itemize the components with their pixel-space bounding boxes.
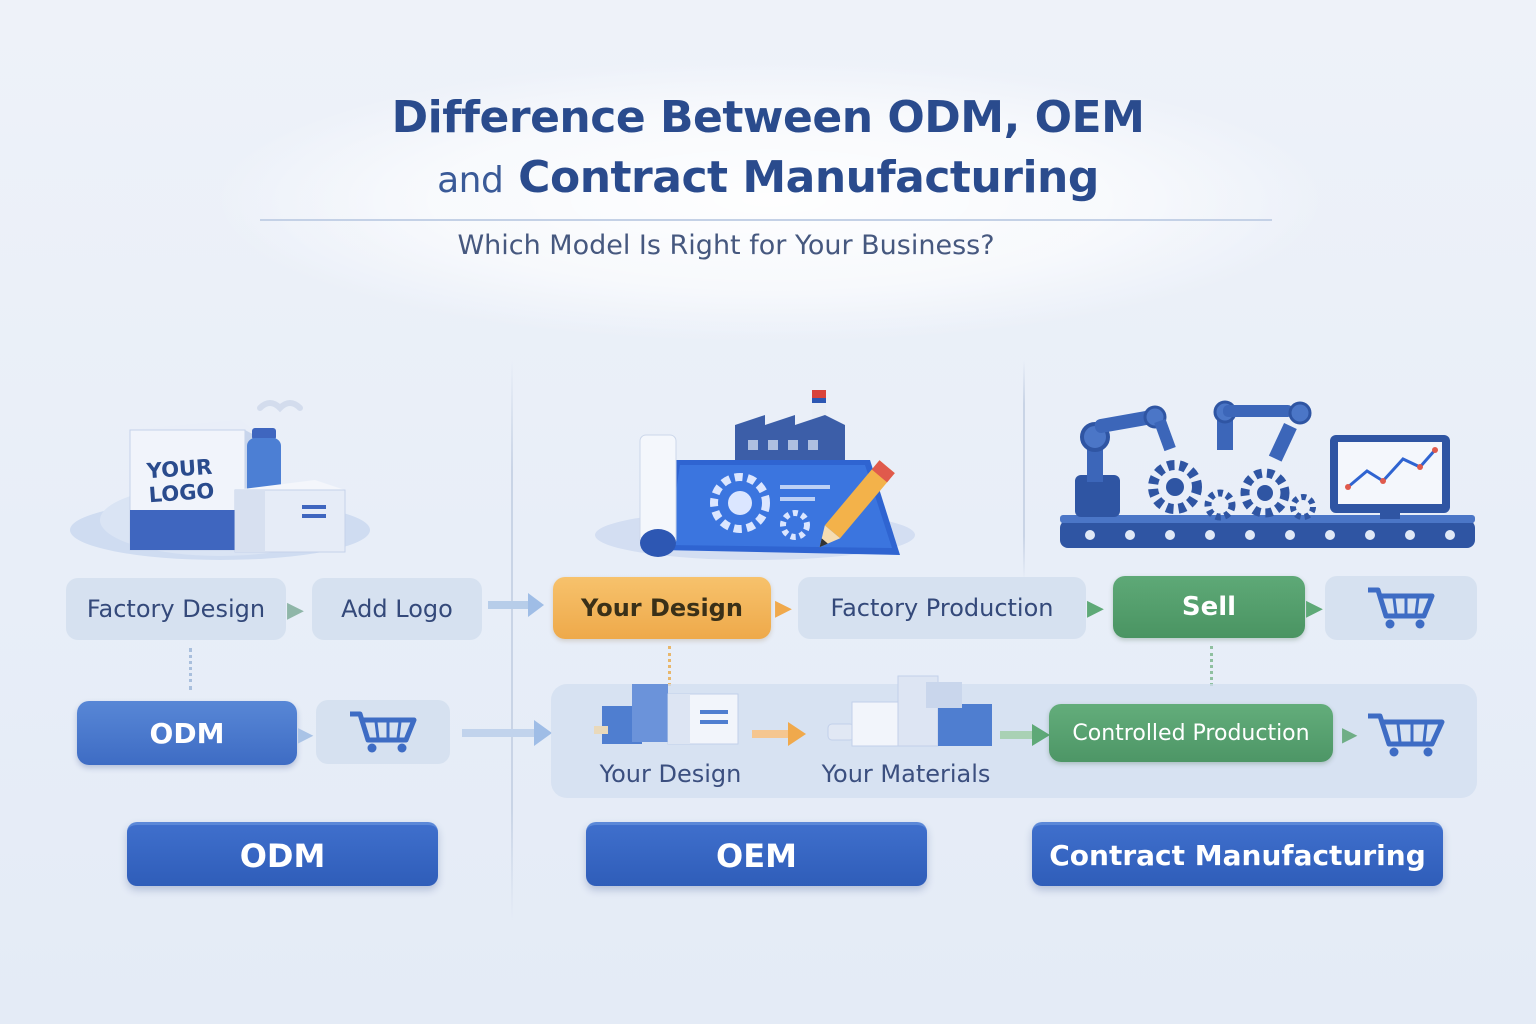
arrow-right-icon — [752, 720, 810, 748]
caption-your-design: Your Design — [599, 760, 742, 788]
page-title-line-2: and Contract Manufacturing — [0, 152, 1536, 203]
arrow-right-icon — [488, 590, 546, 620]
step-factory-production: Factory Production — [798, 577, 1086, 639]
materials-illustration — [826, 672, 996, 754]
connector-dotted — [1210, 646, 1213, 686]
oem-illustration — [590, 385, 920, 565]
contract-illustration — [1055, 395, 1480, 565]
shopping-cart-icon — [1368, 713, 1445, 757]
cart-tile-odm — [316, 700, 450, 764]
column-divider-1 — [511, 360, 513, 920]
robot-assembly-line-icon — [1060, 400, 1475, 548]
product-box-icon: YOUR LOGO — [70, 400, 370, 560]
blocks-icon — [594, 684, 739, 745]
blueprint-factory-icon — [595, 390, 915, 560]
column-divider-2 — [1023, 360, 1025, 580]
shopping-cart-icon — [1368, 587, 1435, 629]
connector-dotted — [668, 646, 671, 686]
page-subtitle: Which Model Is Right for Your Business? — [457, 230, 995, 261]
page-title-line-1: Difference Between ODM, OEM — [391, 92, 1145, 143]
page-title-main: Contract Manufacturing — [518, 152, 1099, 203]
odm-illustration: YOUR LOGO — [60, 380, 390, 570]
box-logo-line-2: LOGO — [148, 479, 215, 508]
footer-label-contract-manufacturing: Contract Manufacturing — [1032, 822, 1443, 886]
design-blocks-illustration — [592, 676, 747, 756]
arrow-right-icon: ▶ — [1306, 596, 1323, 621]
arrow-right-icon — [462, 718, 554, 748]
cart-contract — [1366, 712, 1448, 758]
caption-your-materials: Your Materials — [821, 760, 991, 788]
cart-tile-top — [1325, 576, 1477, 640]
shopping-cart-icon — [350, 711, 417, 753]
footer-label-odm: ODM — [127, 822, 438, 886]
step-controlled-production: Controlled Production — [1049, 704, 1333, 762]
box-logo-line-1: YOUR — [145, 455, 213, 484]
step-sell: Sell — [1113, 576, 1305, 638]
arrow-right-icon: ▶ — [287, 598, 304, 623]
arrow-right-icon: ▶ — [775, 596, 792, 621]
arrow-right-icon: ▶ — [1342, 722, 1358, 746]
header-glow — [220, 60, 1320, 340]
arrow-right-icon: ▶ — [298, 722, 314, 746]
page-title-prefix: and — [437, 160, 504, 201]
title-divider — [260, 219, 1272, 221]
footer-label-oem: OEM — [586, 822, 927, 886]
step-add-logo: Add Logo — [312, 578, 482, 640]
arrow-right-icon — [1000, 722, 1052, 748]
step-factory-design: Factory Design — [66, 578, 286, 640]
step-your-design: Your Design — [553, 577, 771, 639]
odm-model-pill: ODM — [77, 701, 297, 765]
arrow-right-icon: ▶ — [1087, 596, 1104, 621]
materials-icon — [827, 675, 992, 747]
connector-dotted — [189, 648, 192, 690]
